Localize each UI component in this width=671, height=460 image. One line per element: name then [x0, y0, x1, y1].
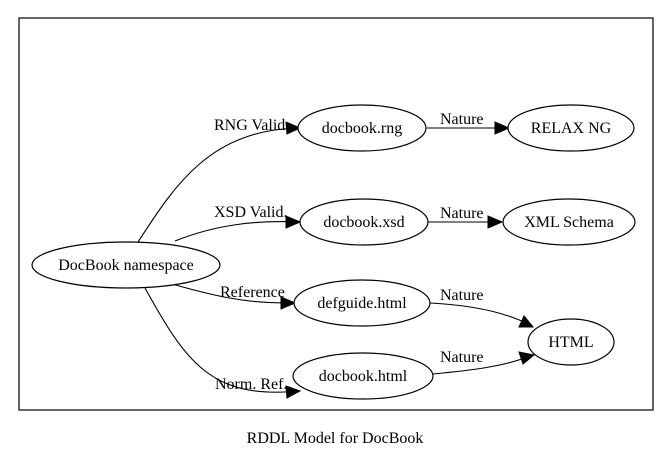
node-xml-schema-shape [502, 198, 636, 246]
edge-defguide-html-arrowhead [518, 315, 535, 328]
edge-xsd-xmlschema-label: Nature [440, 205, 484, 222]
node-defguide-html-label: defguide.html [317, 295, 407, 312]
node-docbook-rng: docbook.rng [297, 104, 427, 152]
node-docbook-html: docbook.html [292, 352, 434, 400]
node-docbook-namespace-label: DocBook namespace [58, 257, 194, 274]
node-docbook-xsd-shape [299, 198, 429, 246]
node-html-label: HTML [548, 334, 593, 351]
edge-rng-relaxng: Nature [427, 111, 511, 135]
edge-ns-dbhtml-line [144, 287, 300, 393]
node-docbook-html-shape [292, 352, 434, 400]
edge-ns-xsd-label: XSD Valid. [214, 204, 288, 221]
node-docbook-rng-shape [297, 104, 427, 152]
edge-defguide-html: Nature [429, 287, 535, 328]
diagram-frame [18, 17, 654, 411]
node-relax-ng-label: RELAX NG [531, 120, 612, 137]
edge-ns-rng-line [137, 127, 300, 243]
edge-rng-relaxng-arrowhead [494, 121, 511, 135]
node-docbook-namespace-shape [31, 241, 221, 289]
node-docbook-rng-label: docbook.rng [322, 120, 402, 137]
edge-defguide-html-line [429, 302, 531, 326]
node-docbook-xsd-label: docbook.xsd [323, 214, 404, 231]
edge-ns-xsd-arrowhead [285, 215, 302, 229]
edge-ns-rng-label: RNG Valid. [214, 117, 289, 134]
node-xml-schema: XML Schema [502, 198, 636, 246]
node-relax-ng: RELAX NG [507, 104, 635, 152]
node-docbook-xsd: docbook.xsd [299, 198, 429, 246]
edge-ns-defguide: Reference [164, 281, 297, 310]
edge-ns-defguide-line [164, 281, 295, 304]
edge-ns-xsd-line [174, 221, 300, 242]
edge-ns-xsd: XSD Valid. [174, 204, 302, 242]
edge-ns-defguide-label: Reference [220, 284, 285, 301]
node-relax-ng-shape [507, 104, 635, 152]
edge-ns-dbhtml-arrowhead [285, 385, 302, 399]
edge-dbhtml-html-arrowhead [518, 351, 536, 365]
node-docbook-html-label: docbook.html [319, 368, 408, 385]
edge-ns-defguide-arrowhead [280, 296, 297, 310]
edge-rng-relaxng-label: Nature [440, 111, 484, 128]
edge-ns-rng-arrowhead [285, 121, 302, 135]
node-html: HTML [527, 318, 615, 366]
node-docbook-namespace: DocBook namespace [31, 241, 221, 289]
node-html-shape [527, 318, 615, 366]
edge-dbhtml-html: Nature [432, 349, 536, 375]
edge-xsd-xmlschema-arrowhead [487, 215, 504, 229]
node-xml-schema-label: XML Schema [524, 214, 614, 231]
edge-ns-rng: RNG Valid. [137, 117, 302, 243]
node-defguide-html-shape [293, 279, 431, 327]
edge-defguide-html-label: Nature [440, 287, 484, 304]
edge-ns-dbhtml-label: Norm. Ref. [215, 376, 287, 393]
node-defguide-html: defguide.html [293, 279, 431, 327]
edge-ns-dbhtml: Norm. Ref. [144, 287, 302, 399]
edge-xsd-xmlschema: Nature [428, 205, 504, 229]
edge-dbhtml-html-label: Nature [440, 349, 484, 366]
diagram-caption: RDDL Model for DocBook [247, 430, 424, 447]
